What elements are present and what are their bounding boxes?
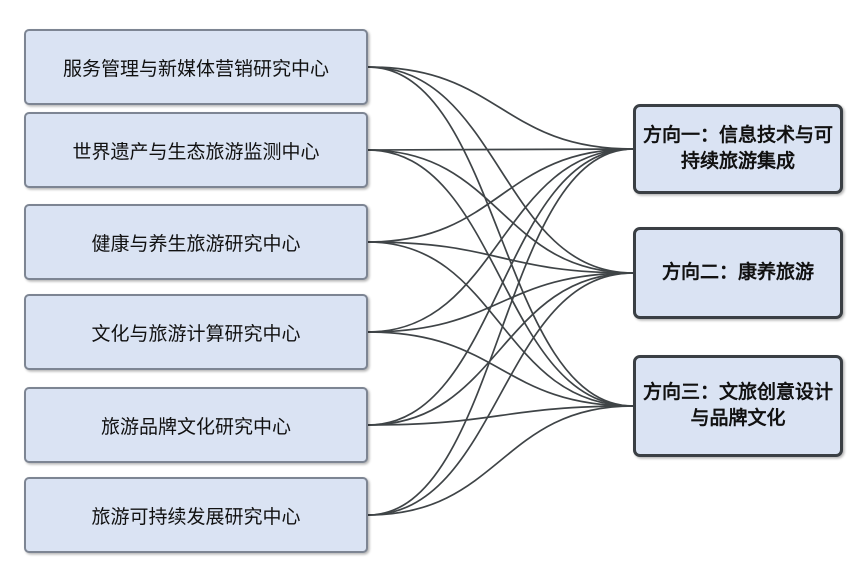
node-label: 方向三：文旅创意设计与品牌文化 — [642, 381, 833, 429]
node-tourism-brand-culture-research-center: 旅游品牌文化研究中心 — [24, 387, 368, 463]
connector-edge — [367, 272, 634, 333]
connector-edge — [367, 149, 634, 274]
node-direction-1-it-sustainable-tourism: 方向一：信息技术与可持续旅游集成 — [633, 104, 843, 194]
node-label: 健康与养生旅游研究中心 — [91, 232, 301, 255]
connector-edge — [367, 66, 634, 274]
connector-edge — [367, 149, 634, 407]
connector-edge — [367, 66, 634, 150]
node-label: 旅游品牌文化研究中心 — [100, 415, 291, 438]
connector-edge — [367, 405, 634, 426]
connector-edge — [367, 148, 634, 243]
node-culture-tourism-computing-research-center: 文化与旅游计算研究中心 — [24, 294, 368, 370]
connector-edge — [367, 241, 634, 274]
connector-edge — [367, 405, 634, 516]
node-label: 服务管理与新媒体营销研究中心 — [62, 57, 329, 80]
connector-edge — [367, 272, 634, 516]
connector-edge — [367, 66, 634, 407]
connector-edge — [367, 331, 634, 407]
node-world-heritage-eco-tourism-monitoring-center: 世界遗产与生态旅游监测中心 — [24, 112, 368, 188]
node-service-mgmt-new-media-marketing-center: 服务管理与新媒体营销研究中心 — [24, 29, 368, 105]
node-label: 方向二：康养旅游 — [661, 261, 814, 284]
connector-edge — [367, 148, 634, 151]
node-direction-2-wellness-tourism: 方向二：康养旅游 — [633, 227, 843, 319]
node-tourism-sustainable-development-research-center: 旅游可持续发展研究中心 — [24, 477, 368, 553]
node-label: 旅游可持续发展研究中心 — [91, 505, 301, 528]
connector-edge — [367, 241, 634, 407]
node-direction-3-creative-design-brand-culture: 方向三：文旅创意设计与品牌文化 — [633, 355, 843, 457]
node-health-wellness-tourism-research-center: 健康与养生旅游研究中心 — [24, 204, 368, 280]
node-label: 世界遗产与生态旅游监测中心 — [72, 140, 320, 163]
connector-edge — [367, 148, 634, 333]
node-label: 文化与旅游计算研究中心 — [91, 322, 301, 345]
connector-edge — [367, 272, 634, 426]
connector-edge — [367, 148, 634, 426]
node-label: 方向一：信息技术与可持续旅游集成 — [642, 124, 833, 172]
connector-edge — [367, 148, 634, 516]
